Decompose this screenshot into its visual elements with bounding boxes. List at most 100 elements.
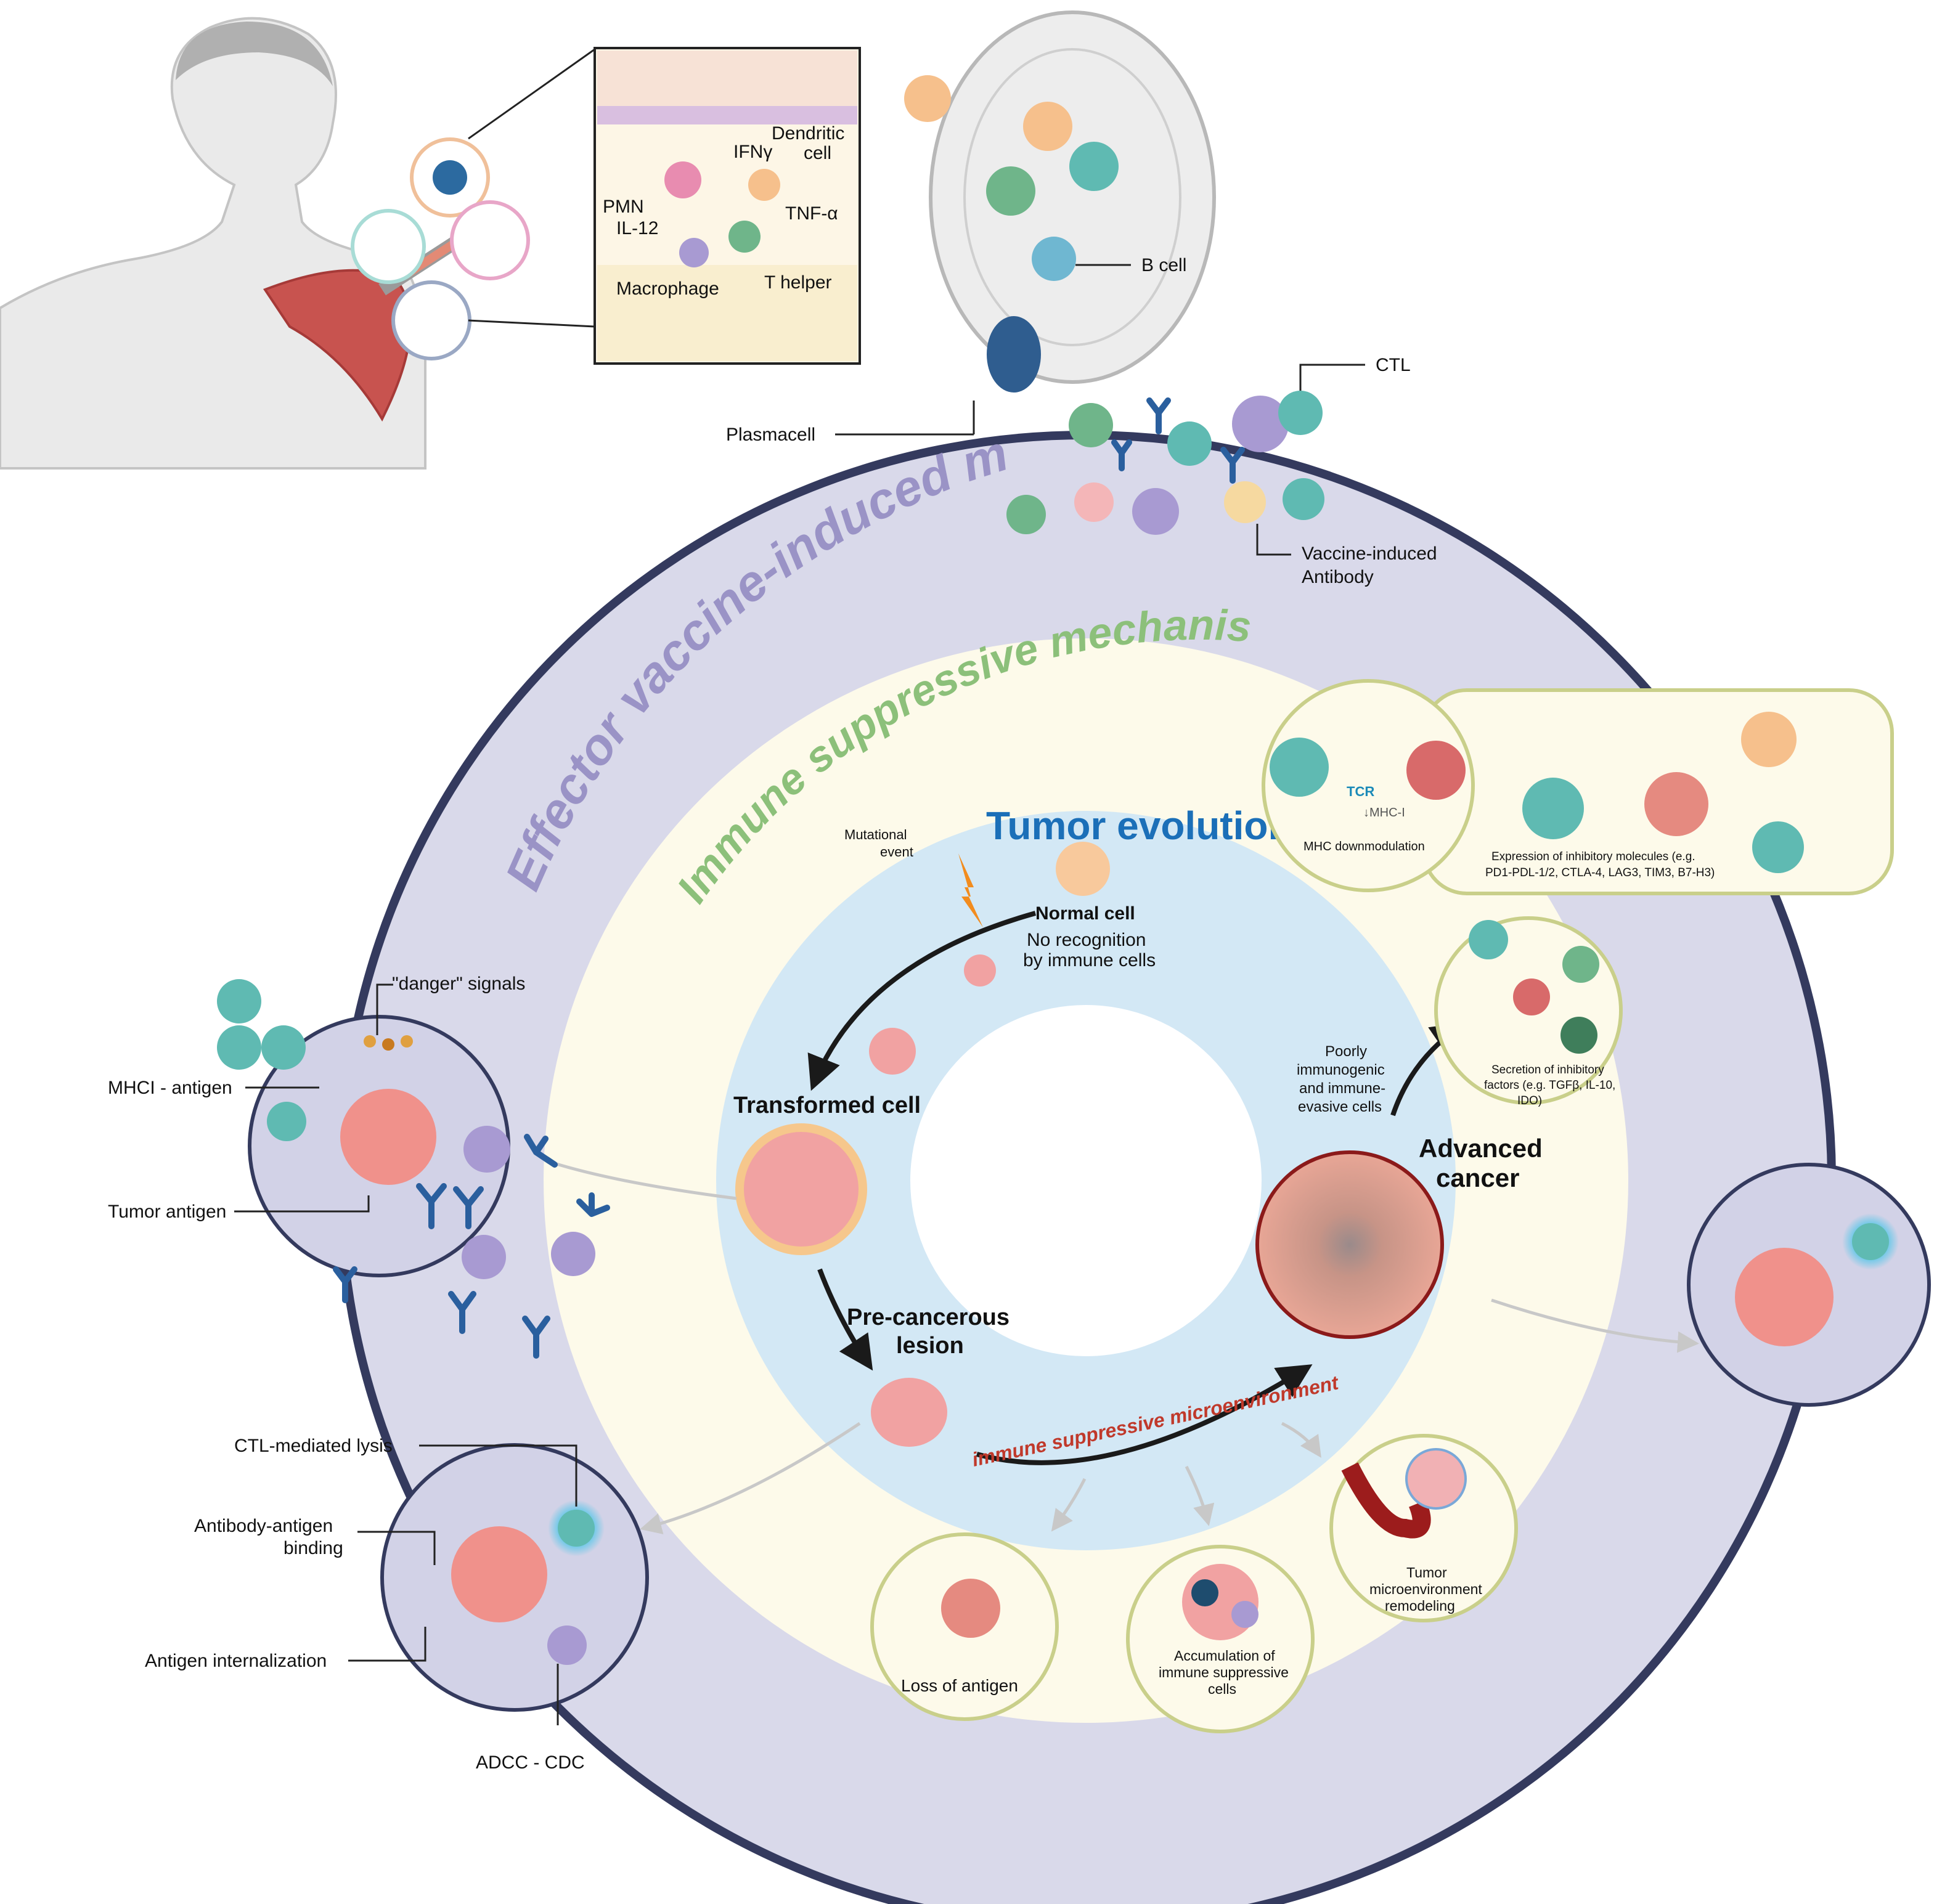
lysis-panel (380, 1443, 649, 1712)
inhibitory-molecules-panel: Expression of inhibitory molecules (e.g.… (1422, 688, 1894, 895)
danger-labels: "danger" signals MHCI - antigen Tumor an… (108, 974, 525, 1222)
arrow-to-precancer (817, 1268, 873, 1371)
ab-binding-label-2: binding (284, 1538, 343, 1558)
secretion-treg-icon (1562, 946, 1599, 983)
ctl-lysis-label: CTL-mediated lysis (234, 1436, 393, 1456)
arrow-to-tme (1281, 1422, 1321, 1458)
vaccine-protein-icon (450, 200, 530, 280)
danger-particle-icon (401, 1035, 413, 1048)
internalization-label: Antigen internalization (145, 1651, 327, 1671)
secretion-tcell-icon (1469, 920, 1508, 959)
precancerous-lesion-icon (871, 1378, 947, 1447)
lymph-ctl-icon (1069, 142, 1119, 191)
effector-cells-top (1006, 391, 1324, 535)
free-nk-icon (462, 1235, 506, 1279)
mhc-i-label: ↓MHC-I (1363, 806, 1405, 820)
skin-labels: PMN IL-12 IFNγ Dendritic cell TNF-α Macr… (603, 123, 844, 299)
inhib-tumor-icon (1644, 772, 1708, 836)
loss-label: Loss of antigen (901, 1676, 1018, 1695)
inner-ring-title: Tumor evolution (986, 804, 1292, 848)
ctl-label: CTL (1376, 355, 1411, 375)
virus-core-icon (433, 160, 467, 195)
tnfa-label: TNF-α (785, 203, 838, 224)
accum-label-3: cells (1208, 1681, 1236, 1697)
plasmacell-icon (987, 316, 1041, 393)
skin-inset (594, 47, 861, 365)
tumor-evolution (735, 842, 1467, 1465)
danger-tumor-icon (340, 1089, 436, 1185)
precancer-label-1: Pre-cancerous (847, 1304, 1010, 1330)
zoom-line-top (468, 48, 595, 140)
effector-cell-icon (1232, 396, 1289, 452)
free-nk-icon (551, 1232, 595, 1276)
pmn-label: PMN (603, 197, 644, 217)
poorly-label-4: evasive cells (1298, 1099, 1382, 1115)
danger-nk-icon (463, 1126, 510, 1173)
mutational-label-2: event (880, 844, 913, 860)
accumulation-panel: Accumulation of immune suppressive cells (1126, 1545, 1315, 1733)
arrow-to-loss (1051, 1478, 1087, 1532)
pmn-cell-icon (664, 161, 701, 198)
effector-cell-icon (1283, 478, 1324, 520)
effector-cell-icon (1074, 482, 1114, 522)
lymph-dendritic-icon (1023, 102, 1072, 151)
inhibitory-label-2: PD1-PDL-1/2, CTLA-4, LAG3, TIM3, B7-H3) (1485, 866, 1715, 879)
advanced-cancer-icon (1255, 1150, 1444, 1339)
mutation-bolt-icon (958, 853, 983, 927)
ifng-label: IFNγ (733, 142, 772, 162)
lysis-nk-icon (547, 1625, 587, 1665)
effector-cell-icon (1278, 391, 1323, 435)
mhc-down-label: MHC downmodulation (1303, 840, 1425, 853)
blood-vessel-icon (1341, 1462, 1431, 1539)
antibody-icon (1146, 397, 1171, 434)
no-recognition-label-2: by immune cells (1023, 950, 1156, 970)
loss-of-antigen-panel: Loss of antigen (870, 1532, 1059, 1721)
vaccine-antibody-label-2: Antibody (1302, 567, 1374, 587)
inhib-tcell2-icon (1752, 821, 1804, 873)
accum-mdsc-icon (1191, 1579, 1218, 1606)
macrophage-label: Macrophage (616, 279, 719, 299)
secretion-label-3: IDO) (1517, 1094, 1542, 1107)
normal-cell-icon (1056, 842, 1110, 896)
mhci-label: MHCI - antigen (108, 1078, 232, 1098)
poorly-label-3: and immune- (1299, 1080, 1385, 1097)
secretion-panel: Secretion of inhibitory factors (e.g. TG… (1434, 916, 1623, 1107)
kill-tumor-icon (1735, 1248, 1834, 1346)
antibody-icon (576, 1192, 610, 1217)
tme-label-3: remodeling (1385, 1598, 1455, 1614)
ctl-kill-panel (1687, 1163, 1931, 1407)
secretion-label-1: Secretion of inhibitory (1491, 1064, 1604, 1076)
tme-tumor-icon (1405, 1448, 1467, 1510)
human-figure (0, 17, 426, 470)
inhibitory-label-1: Expression of inhibitory molecules (e.g. (1491, 850, 1695, 863)
mhc-downmodulation-panel: TCR ↓MHC-I MHC downmodulation (1262, 679, 1475, 892)
thelper-cell-icon (728, 221, 761, 253)
lymph-bcell-icon (1032, 237, 1076, 281)
inhib-dendritic-icon (1741, 712, 1797, 767)
arrow-to-tcell-kill (1491, 1298, 1699, 1353)
vaccine-antibody-label-1: Vaccine-induced (1302, 543, 1437, 564)
loss-tumor-icon (941, 1579, 1000, 1638)
secretion-tumor-icon (1513, 978, 1550, 1015)
accum-label-2: immune suppressive (1159, 1664, 1289, 1680)
no-recognition-label-1: No recognition (1027, 930, 1146, 950)
precancer-label-2: lesion (896, 1333, 964, 1359)
antibody-icon (333, 1266, 357, 1303)
antibody-icon (453, 1186, 484, 1229)
tme-label-1: Tumor (1406, 1564, 1447, 1581)
zoom-line-bottom (468, 319, 595, 328)
lysis-labels: CTL-mediated lysis Antibody-antigen bind… (145, 1436, 585, 1773)
transformed-small-icon (869, 1028, 916, 1075)
tme-remodeling-panel: Tumor microenvironment remodeling (1329, 1434, 1518, 1622)
antibodies (333, 397, 1245, 1359)
effector-cell-icon (1006, 495, 1046, 534)
accum-label-1: Accumulation of (1174, 1648, 1275, 1664)
inhib-tcell-icon (1522, 778, 1584, 839)
thelper-label: T helper (764, 272, 832, 293)
vaccine-cell-icon (391, 280, 471, 360)
effector-cell-icon (1224, 481, 1266, 523)
danger-tcell-icon (267, 1102, 306, 1141)
advanced-label-2: cancer (1436, 1163, 1519, 1192)
ab-binding-label-1: Antibody-antigen (194, 1516, 333, 1536)
